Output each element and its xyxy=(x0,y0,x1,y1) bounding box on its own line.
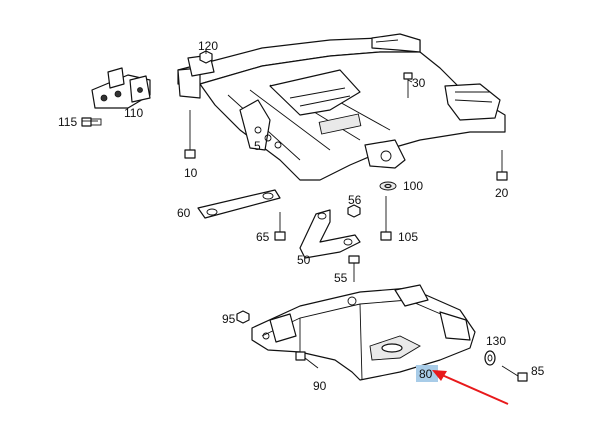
washer-100[interactable] xyxy=(379,181,397,191)
label-110: 110 xyxy=(124,106,143,120)
label-50: 50 xyxy=(297,253,311,267)
highlight-box-80 xyxy=(416,365,438,382)
strut-50[interactable] xyxy=(299,209,361,259)
bolt-65[interactable] xyxy=(274,212,286,241)
nut-56[interactable] xyxy=(347,204,361,218)
label-105: 105 xyxy=(398,230,418,244)
bolt-115[interactable] xyxy=(81,117,102,127)
bolt-90[interactable] xyxy=(295,351,319,369)
leader-lines xyxy=(82,50,413,122)
callout-arrow xyxy=(432,370,509,405)
label-55: 55 xyxy=(334,271,348,285)
label-90: 90 xyxy=(313,379,327,393)
mount-bracket[interactable] xyxy=(91,67,151,109)
bolt-20[interactable] xyxy=(496,150,508,181)
label-56: 56 xyxy=(348,193,362,207)
label-120: 120 xyxy=(198,39,218,53)
front-subframe[interactable] xyxy=(177,33,506,181)
label-5: 5 xyxy=(254,139,261,153)
bolt-30[interactable] xyxy=(403,72,413,98)
label-65: 65 xyxy=(256,230,270,244)
rear-subframe-80[interactable] xyxy=(251,284,476,381)
washer-130[interactable] xyxy=(484,350,496,366)
strut-60[interactable] xyxy=(197,189,281,219)
label-95: 95 xyxy=(222,312,236,326)
label-20: 20 xyxy=(495,186,509,200)
bolt-10[interactable] xyxy=(184,110,196,159)
label-100: 100 xyxy=(403,179,423,193)
bolt-105[interactable] xyxy=(380,196,392,241)
label-10: 10 xyxy=(184,166,198,180)
label-85: 85 xyxy=(531,364,545,378)
label-115: 115 xyxy=(58,115,77,129)
nut-95[interactable] xyxy=(236,310,250,324)
label-60: 60 xyxy=(177,206,191,220)
label-80[interactable]: 80 xyxy=(419,367,433,381)
bolt-85[interactable] xyxy=(501,365,528,382)
label-130: 130 xyxy=(486,334,506,348)
label-30: 30 xyxy=(412,76,426,90)
bolt-55[interactable] xyxy=(348,255,360,282)
